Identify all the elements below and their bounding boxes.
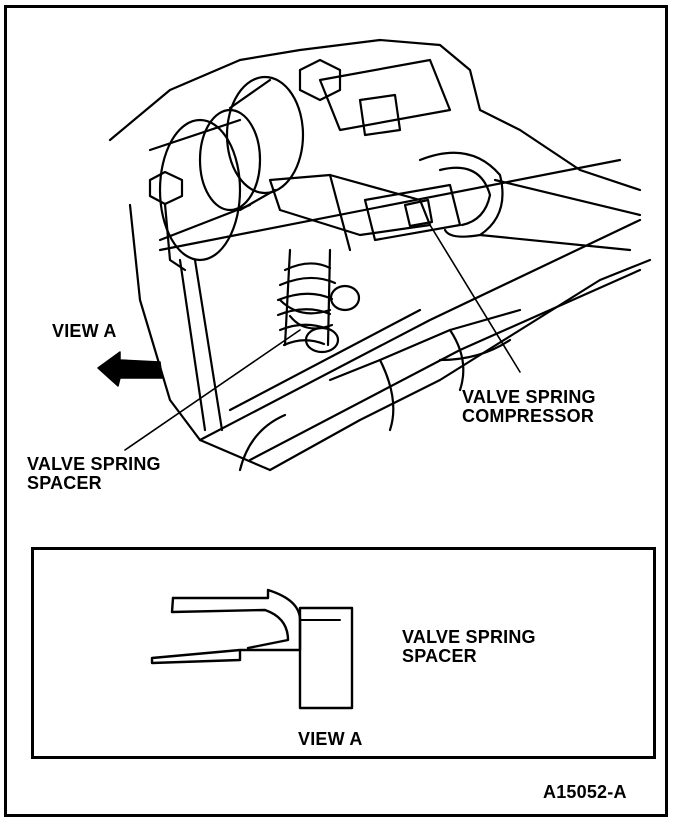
spacer-label-line2: SPACER xyxy=(27,472,102,493)
inset-spacer-label-line1: VALVE SPRING xyxy=(402,627,536,647)
valve-spring-spacer-label: VALVE SPRING SPACER xyxy=(27,455,161,493)
view-a-label: VIEW A xyxy=(52,321,117,341)
inset-view-a-label: VIEW A xyxy=(298,729,363,749)
view-a-inset-box xyxy=(31,547,656,759)
figure-frame xyxy=(4,5,668,817)
inset-valve-spring-spacer-label: VALVE SPRING SPACER xyxy=(402,628,536,666)
spacer-label-line1: VALVE SPRING xyxy=(27,454,161,474)
valve-spring-compressor-label: VALVE SPRING COMPRESSOR xyxy=(462,388,596,426)
figure-id-label: A15052-A xyxy=(543,782,627,802)
compressor-label-line2: COMPRESSOR xyxy=(462,405,595,426)
compressor-label-line1: VALVE SPRING xyxy=(462,387,596,407)
inset-spacer-label-line2: SPACER xyxy=(402,645,477,666)
